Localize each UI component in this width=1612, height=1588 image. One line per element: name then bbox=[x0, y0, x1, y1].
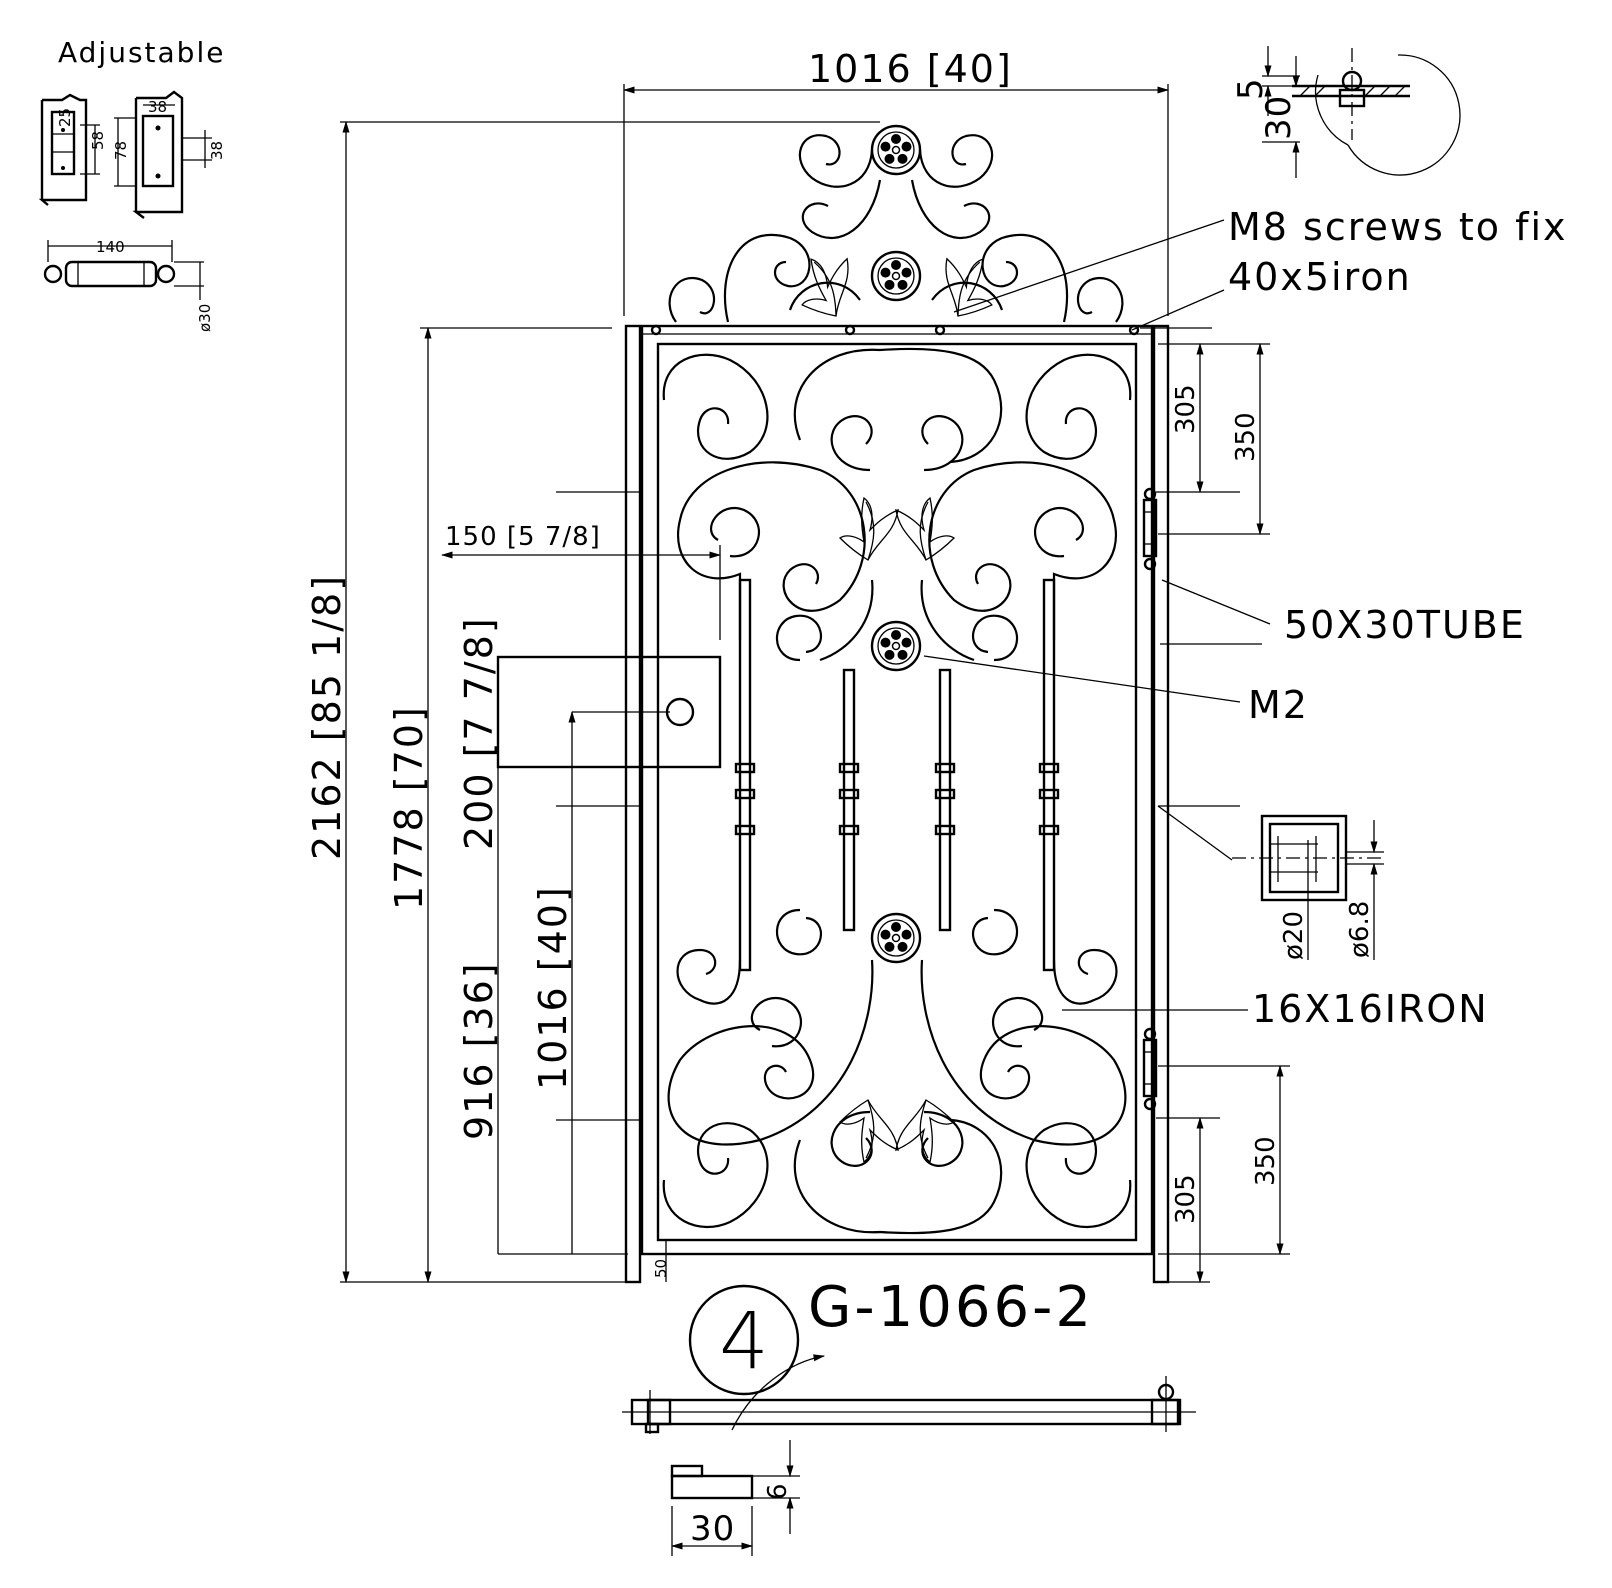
stop-dim-6: 6 bbox=[763, 1483, 793, 1500]
hinge-bottom-305: 305 bbox=[1171, 1174, 1201, 1224]
gate-frame bbox=[624, 324, 1170, 1284]
plate-bottom-dimension: 916 [36] bbox=[457, 961, 501, 1140]
right-dimensions: 305 350 305 350 bbox=[1140, 327, 1290, 1284]
hinge-dim-140: 140 bbox=[96, 238, 125, 256]
stop-detail: 6 30 bbox=[670, 1440, 800, 1556]
hinges bbox=[1142, 487, 1158, 1111]
tube-50x30-label: 50X30TUBE bbox=[1284, 603, 1526, 647]
plate-height-dimension: 200 [7 7/8] bbox=[457, 616, 501, 850]
iron-16x16-label: 16X16IRON bbox=[1252, 987, 1489, 1031]
bolt-dim-d20: ø20 bbox=[1279, 911, 1309, 960]
stop-dim-30: 30 bbox=[690, 1509, 735, 1549]
pin-detail: 5 30 bbox=[1231, 46, 1461, 178]
hinge-dim-25: 25 bbox=[56, 108, 74, 127]
hinge-dim-78: 78 bbox=[112, 141, 130, 160]
handle-offset-dimension: 150 [5 7/8] bbox=[445, 522, 601, 552]
m2-label: M2 bbox=[1248, 683, 1309, 727]
hinge-dim-58: 58 bbox=[89, 131, 107, 150]
lock-height-dimension: 1016 [40] bbox=[531, 885, 575, 1090]
frame-height-dimension: 1778 [70] bbox=[387, 705, 431, 910]
hinge-top-305: 305 bbox=[1171, 384, 1201, 434]
iron-40x5-label: 40x5iron bbox=[1228, 255, 1412, 299]
adjustable-label: Adjustable bbox=[58, 36, 225, 69]
width-dimension: 1016 [40] bbox=[808, 47, 1013, 91]
pin-dim-30: 30 bbox=[1259, 95, 1299, 140]
pin-dim-5: 5 bbox=[1231, 77, 1271, 100]
hinge-bottom-350: 350 bbox=[1251, 1136, 1281, 1186]
model-code: G-1066-2 bbox=[808, 1275, 1094, 1340]
hinge-dim-38-side: 38 bbox=[208, 141, 226, 160]
gate-ornament bbox=[662, 347, 1132, 1235]
m8-screws-label: M8 screws to fix bbox=[1228, 205, 1568, 249]
lock-plate bbox=[496, 655, 722, 769]
ground-gap-dimension: 50 bbox=[652, 1259, 670, 1278]
hinge-dim-d30: ø30 bbox=[196, 304, 214, 332]
callouts: M8 screws to fix 40x5iron 50X30TUBE M2 1… bbox=[923, 205, 1568, 1031]
bolt-section-detail: ø20 ø6.8 bbox=[1232, 814, 1384, 960]
hinge-dim-38-top: 38 bbox=[148, 98, 167, 116]
detail-number: 4 bbox=[719, 1297, 769, 1387]
hinge-top-350: 350 bbox=[1231, 412, 1261, 462]
plan-view bbox=[622, 1376, 1196, 1434]
bolt-dim-d6-8: ø6.8 bbox=[1345, 901, 1375, 958]
overall-dimensions: 1016 [40] 2162 [85 1/8] 1778 [70] 150 [5… bbox=[305, 47, 1170, 1284]
total-height-dimension: 2162 [85 1/8] bbox=[305, 574, 349, 860]
bar-group bbox=[734, 578, 1060, 972]
top-crest bbox=[668, 124, 1124, 327]
title-block: 4 G-1066-2 bbox=[688, 1275, 1094, 1431]
adjustable-hinge-detail: Adjustable 58 25 38 78 38 140 bbox=[38, 36, 226, 332]
